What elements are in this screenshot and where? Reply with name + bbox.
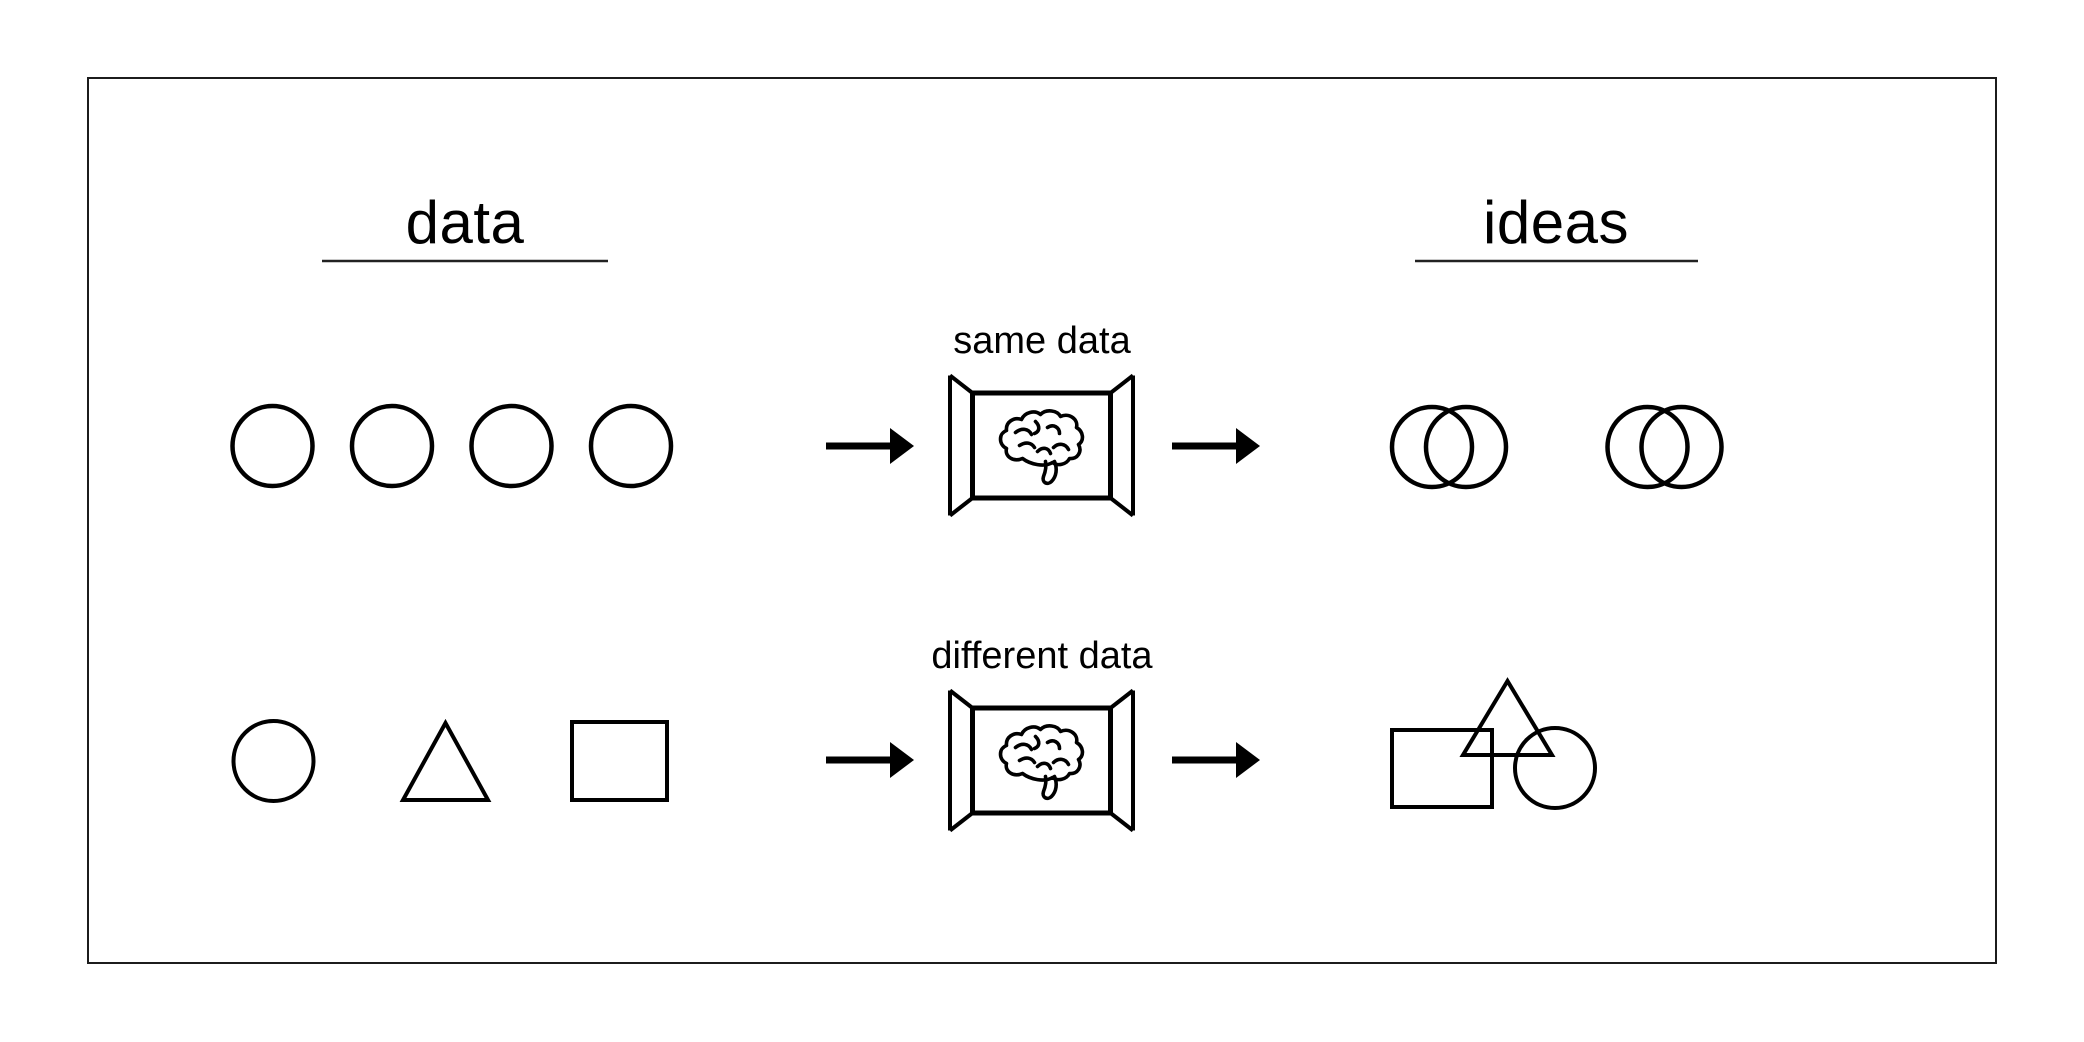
row2-output-shapes [1390, 677, 1597, 810]
row-different-data: different data [231, 635, 1597, 831]
left-column-title: data [406, 189, 525, 256]
output-triangle-icon [1459, 677, 1556, 757]
brain-window-icon [950, 376, 1133, 516]
right-column-title: ideas [1483, 189, 1629, 256]
arrow-right-icon [826, 742, 914, 778]
brain-window-icon [950, 691, 1133, 831]
overlapping-circles-icon [1608, 407, 1722, 487]
overlapping-circles-icon [1392, 407, 1506, 487]
row1-label: same data [953, 320, 1131, 362]
input-triangle-icon [399, 718, 492, 802]
input-circle-icon [230, 403, 315, 489]
row2-label: different data [931, 635, 1153, 677]
row2-input-shapes [231, 718, 669, 803]
output-square-icon [1390, 728, 1494, 809]
arrow-right-icon [1172, 742, 1260, 778]
figure-border [87, 77, 1997, 964]
input-square-icon [570, 720, 669, 802]
arrow-right-icon [826, 428, 914, 464]
input-circle-icon [349, 403, 435, 489]
input-circle-icon [588, 403, 674, 489]
arrow-right-icon [1172, 428, 1260, 464]
row1-input-shapes [230, 403, 674, 489]
output-circle-icon [1513, 726, 1597, 810]
row1-output-shapes [1392, 407, 1722, 487]
input-circle-icon [231, 719, 316, 803]
row-same-data: same data [230, 320, 1722, 516]
input-circle-icon [469, 403, 554, 489]
